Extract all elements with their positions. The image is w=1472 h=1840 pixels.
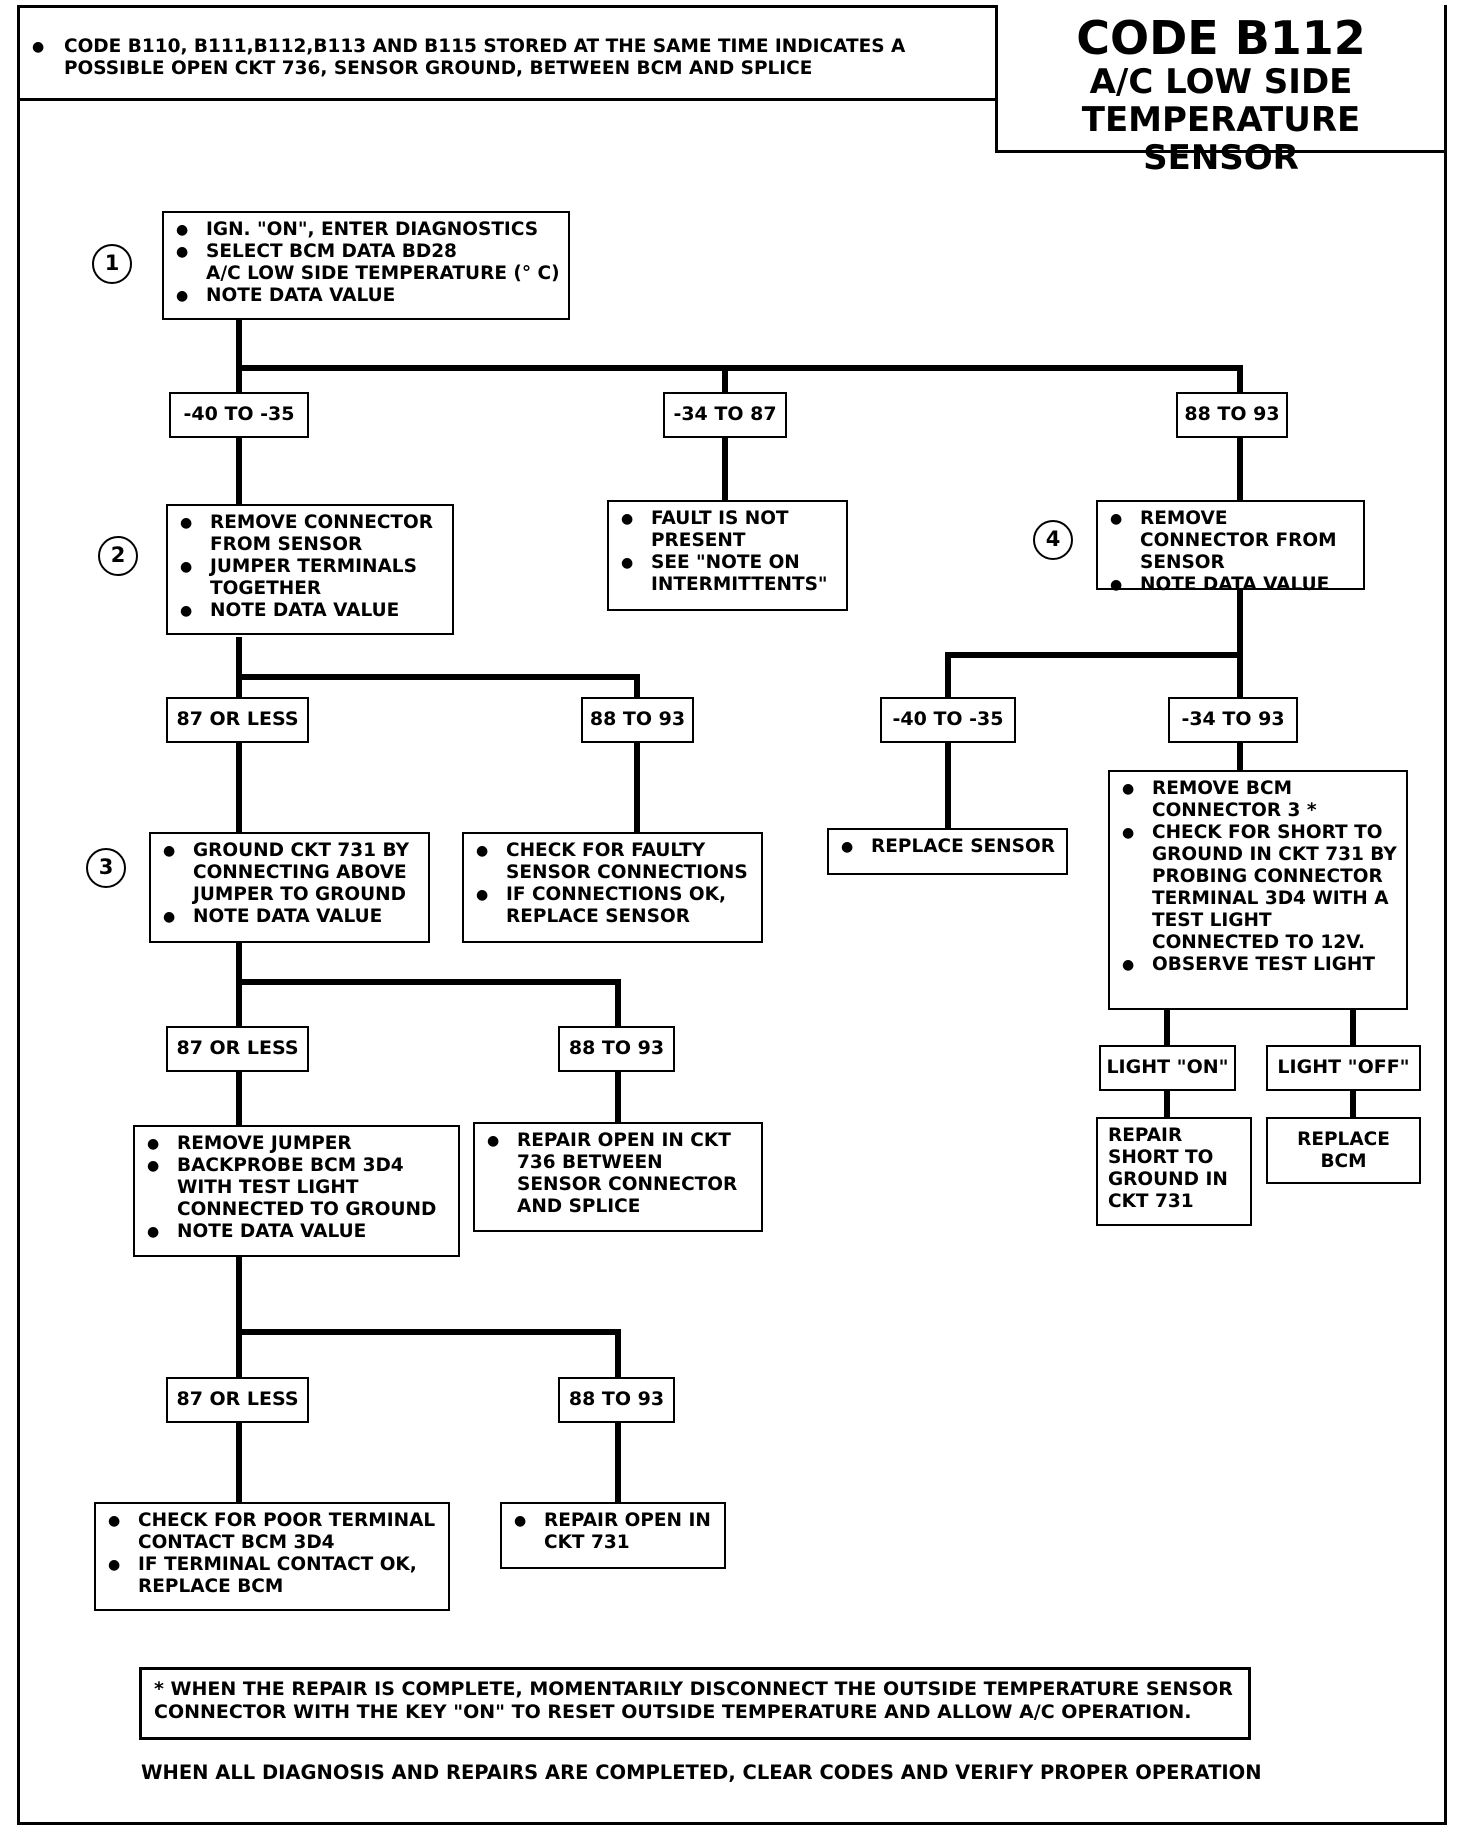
code-title: CODE B112 [1076, 11, 1366, 65]
page-frame [17, 5, 1447, 1825]
repair-731-item: REPAIR OPEN IN CKT 731 [514, 1510, 716, 1554]
step-2-marker: 2 [98, 536, 138, 576]
fault-item: FAULT IS NOT PRESENT [621, 508, 838, 552]
step-1-item: IGN. "ON", ENTER DIAGNOSTICS [176, 219, 560, 241]
final-instruction: WHEN ALL DIAGNOSIS AND REPAIRS ARE COMPL… [141, 1761, 1262, 1784]
connector [236, 674, 640, 680]
connector [634, 742, 640, 834]
header-note: ●CODE B110, B111,B112,B113 AND B115 STOR… [32, 36, 906, 79]
range-label: -40 TO -35 [169, 392, 309, 438]
step-1-item: A/C LOW SIDE TEMPERATURE (° C) [206, 263, 560, 284]
connector [945, 652, 1243, 658]
repair-736-box: REPAIR OPEN IN CKT 736 BETWEEN SENSOR CO… [473, 1122, 763, 1232]
step-3-item: GROUND CKT 731 BY CONNECTING ABOVE JUMPE… [163, 840, 420, 906]
header-note-area [17, 5, 1017, 101]
poor-terminal-item: IF TERMINAL CONTACT OK, REPLACE BCM [108, 1554, 440, 1598]
step-3-marker: 3 [86, 848, 126, 888]
remove-bcm-item: REMOVE BCM CONNECTOR 3 * [1122, 778, 1398, 822]
step-1-box: IGN. "ON", ENTER DIAGNOSTICS SELECT BCM … [162, 211, 570, 320]
connector [615, 1329, 621, 1379]
remove-jumper-item: BACKPROBE BCM 3D4 WITH TEST LIGHT CONNEC… [147, 1155, 450, 1221]
connector [236, 365, 1243, 371]
step-3-box: GROUND CKT 731 BY CONNECTING ABOVE JUMPE… [149, 832, 430, 943]
connector [236, 1255, 242, 1379]
range-label: 87 OR LESS [166, 697, 309, 743]
fault-not-present-box: FAULT IS NOT PRESENT SEE "NOTE ON INTERM… [607, 500, 848, 611]
remove-bcm-item: CHECK FOR SHORT TO GROUND IN CKT 731 BY … [1122, 822, 1398, 954]
light-on-label: LIGHT "ON" [1099, 1045, 1236, 1091]
poor-terminal-item: CHECK FOR POOR TERMINAL CONTACT BCM 3D4 [108, 1510, 440, 1554]
connector [722, 437, 728, 503]
replace-sensor-box: REPLACE SENSOR [827, 828, 1068, 875]
connector [236, 742, 242, 834]
title-line-1: A/C LOW SIDE [1089, 62, 1353, 102]
connector [236, 979, 621, 985]
step-2-box: REMOVE CONNECTOR FROM SENSOR JUMPER TERM… [166, 504, 454, 635]
footer-note: * WHEN THE REPAIR IS COMPLETE, MOMENTARI… [139, 1667, 1251, 1740]
connector [236, 318, 242, 406]
step-4-item: NOTE DATA VALUE [1110, 574, 1355, 596]
step-2-item: REMOVE CONNECTOR FROM SENSOR [180, 512, 444, 556]
connector [945, 740, 951, 830]
repair-731-box: REPAIR OPEN IN CKT 731 [500, 1502, 726, 1569]
connector [945, 652, 951, 698]
replace-sensor-item: REPLACE SENSOR [841, 836, 1058, 858]
range-label: 87 OR LESS [166, 1026, 309, 1072]
step-1-item: NOTE DATA VALUE [176, 285, 560, 307]
connector [1237, 589, 1243, 698]
connector [1164, 1010, 1170, 1046]
fault-item: SEE "NOTE ON INTERMITTENTS" [621, 552, 838, 596]
connector [722, 365, 728, 406]
check-connections-box: CHECK FOR FAULTY SENSOR CONNECTIONS IF C… [462, 832, 763, 943]
connector [236, 1417, 242, 1504]
connector [1237, 437, 1243, 500]
connector [1350, 1090, 1356, 1118]
title-block: CODE B112 A/C LOW SIDE TEMPERATURE SENSO… [995, 5, 1447, 177]
remove-jumper-item: NOTE DATA VALUE [147, 1221, 450, 1243]
check-item: CHECK FOR FAULTY SENSOR CONNECTIONS [476, 840, 753, 884]
remove-jumper-item: REMOVE JUMPER [147, 1133, 450, 1155]
connector [236, 637, 242, 699]
step-4-item: REMOVE CONNECTOR FROM SENSOR [1110, 508, 1355, 574]
connector [236, 1072, 242, 1126]
step-4-box: REMOVE CONNECTOR FROM SENSOR NOTE DATA V… [1096, 500, 1365, 596]
replace-bcm-box: REPLACE BCM [1266, 1117, 1421, 1184]
header-note-text: CODE B110, B111,B112,B113 AND B115 STORE… [64, 36, 906, 79]
range-label: -40 TO -35 [880, 697, 1016, 743]
step-1-marker: 1 [92, 244, 132, 284]
range-label: 88 TO 93 [558, 1377, 675, 1423]
range-label: -34 TO 93 [1168, 697, 1298, 743]
connector [634, 674, 640, 699]
remove-jumper-box: REMOVE JUMPER BACKPROBE BCM 3D4 WITH TES… [133, 1125, 460, 1257]
remove-bcm-box: REMOVE BCM CONNECTOR 3 * CHECK FOR SHORT… [1108, 770, 1408, 1010]
step-3-item: NOTE DATA VALUE [163, 906, 420, 928]
step-2-item: JUMPER TERMINALS TOGETHER [180, 556, 444, 600]
light-off-label: LIGHT "OFF" [1266, 1045, 1421, 1091]
poor-terminal-box: CHECK FOR POOR TERMINAL CONTACT BCM 3D4 … [94, 1502, 450, 1611]
step-2-item: NOTE DATA VALUE [180, 600, 444, 622]
step-4-marker: 4 [1033, 520, 1073, 560]
repair-736-item: REPAIR OPEN IN CKT 736 BETWEEN SENSOR CO… [487, 1130, 753, 1218]
remove-bcm-item: OBSERVE TEST LIGHT [1122, 954, 1398, 976]
connector [615, 1417, 621, 1504]
title-line-2: TEMPERATURE SENSOR [1081, 100, 1361, 178]
connector [615, 979, 621, 1028]
step-1-item: SELECT BCM DATA BD28 [176, 241, 560, 263]
check-item: IF CONNECTIONS OK, REPLACE SENSOR [476, 884, 753, 928]
connector [236, 437, 242, 507]
connector [1350, 1010, 1356, 1046]
connector [1237, 365, 1243, 406]
connector [1237, 740, 1243, 772]
connector [236, 1329, 621, 1335]
range-label: 88 TO 93 [558, 1026, 675, 1072]
repair-short-box: REPAIR SHORT TO GROUND IN CKT 731 [1096, 1117, 1252, 1226]
range-label: 87 OR LESS [166, 1377, 309, 1423]
range-label: -34 TO 87 [663, 392, 787, 438]
range-label: 88 TO 93 [581, 697, 694, 743]
connector [615, 1072, 621, 1124]
range-label: 88 TO 93 [1176, 392, 1288, 438]
connector [1164, 1090, 1170, 1118]
